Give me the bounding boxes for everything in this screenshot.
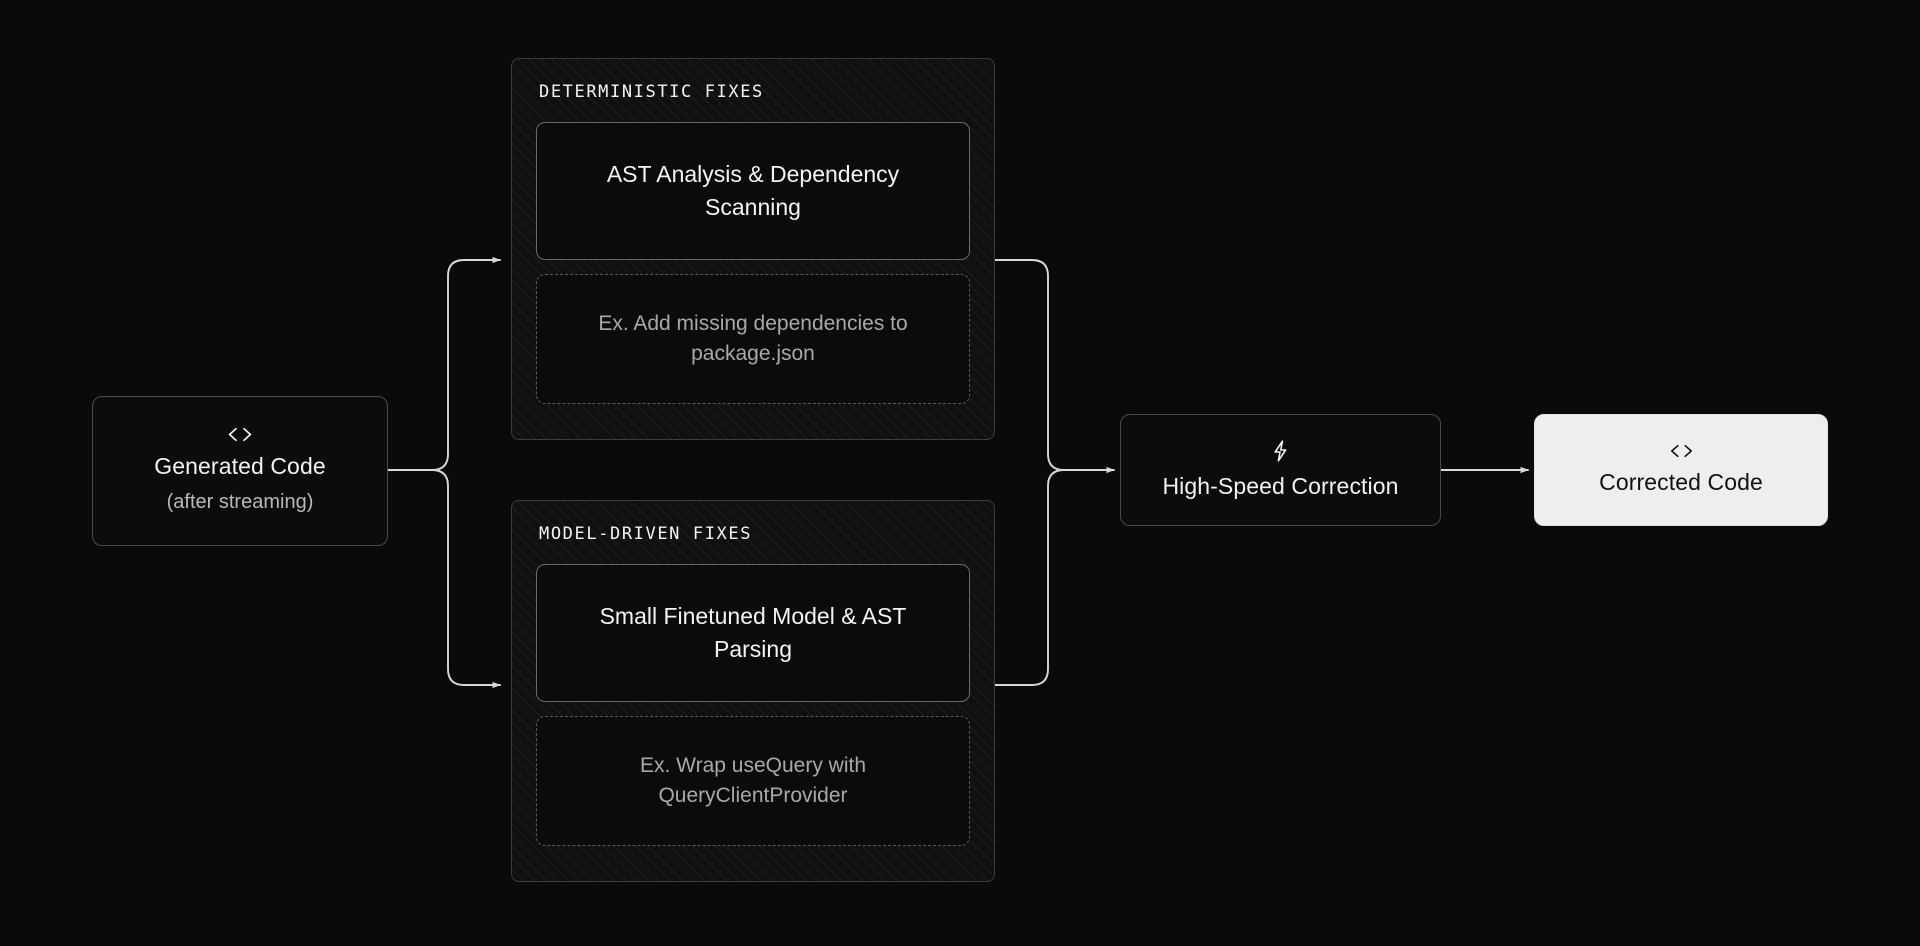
card-example-model-driven: Ex. Wrap useQuery with QueryClientProvid… (536, 716, 970, 846)
connector-deterministic-to-merge (994, 259, 1065, 471)
node-high-speed-correction-title: High-Speed Correction (1162, 472, 1399, 499)
node-corrected-code[interactable]: Corrected Code (1534, 414, 1828, 526)
node-high-speed-correction[interactable]: High-Speed Correction (1120, 414, 1441, 526)
code-brackets-icon (1669, 444, 1694, 458)
card-ast-analysis[interactable]: AST Analysis & Dependency Scanning (536, 122, 970, 260)
group-model-driven-fixes: MODEL-DRIVEN FIXES Small Finetuned Model… (511, 500, 995, 882)
node-generated-code[interactable]: Generated Code (after streaming) (92, 396, 388, 546)
node-generated-code-title: Generated Code (154, 453, 326, 480)
card-small-finetuned-model[interactable]: Small Finetuned Model & AST Parsing (536, 564, 970, 702)
connector-generated-to-model-driven (431, 469, 501, 689)
card-example-deterministic: Ex. Add missing dependencies to package.… (536, 274, 970, 404)
connector-generated-to-deterministic (431, 256, 501, 471)
node-generated-code-subtitle: (after streaming) (166, 490, 314, 513)
group-model-driven-fixes-label: MODEL-DRIVEN FIXES (539, 524, 753, 544)
group-deterministic-fixes-label: DETERMINISTIC FIXES (539, 82, 764, 102)
connector-model-driven-to-merge (994, 469, 1065, 686)
group-deterministic-fixes: DETERMINISTIC FIXES AST Analysis & Depen… (511, 58, 995, 440)
code-brackets-icon (227, 427, 253, 442)
node-corrected-code-title: Corrected Code (1599, 468, 1763, 495)
lightning-bolt-icon (1272, 440, 1289, 462)
